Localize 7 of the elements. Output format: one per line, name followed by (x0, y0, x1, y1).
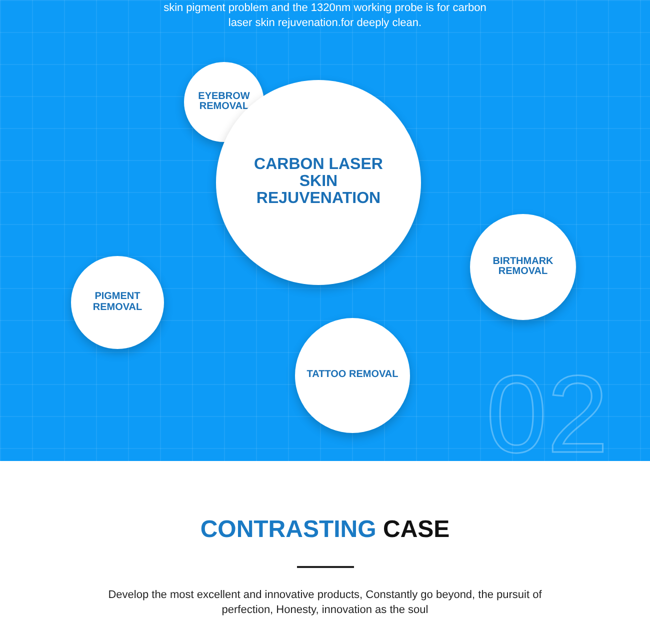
body-text: Develop the most excellent and innovative products, Constantly go beyond, the pursuit of perfection, Honesty, innovation as the soul (107, 588, 543, 618)
circle-node: TATTOO REMOVAL (295, 318, 410, 433)
section-number: 02 (486, 360, 608, 461)
intro-text: skin pigment problem and the 1320nm working probe is for carbon laser skin rejuvenation.for deeply clean. (162, 1, 488, 31)
section-heading: CONTRASTING CASE (199, 516, 451, 544)
circle-node: PIGMENT REMOVAL (71, 256, 164, 349)
circle-node: BIRTHMARK REMOVAL (470, 214, 576, 320)
